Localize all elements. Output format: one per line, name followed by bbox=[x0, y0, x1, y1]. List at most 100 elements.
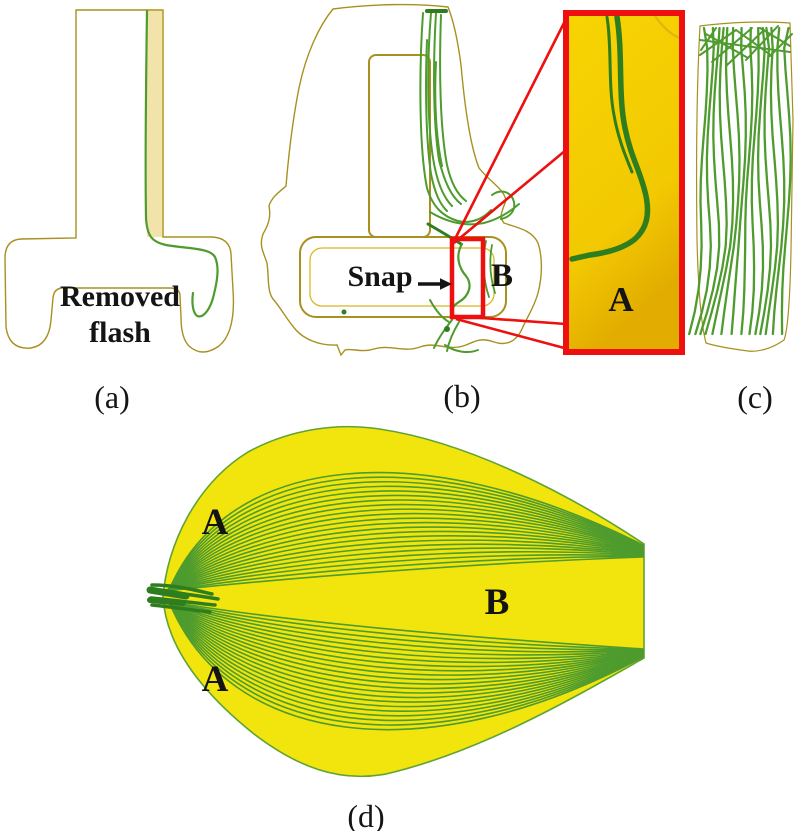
flowline bbox=[165, 600, 644, 651]
panel-c-flowlines bbox=[688, 26, 792, 336]
zoom-inset bbox=[569, 14, 681, 349]
inset-flowline bbox=[569, 14, 651, 262]
flowline bbox=[167, 508, 644, 590]
flowline bbox=[705, 33, 749, 59]
flowline bbox=[169, 471, 644, 589]
leaf-lower-flowlines bbox=[165, 600, 644, 731]
panel-c-top-tangle bbox=[699, 25, 793, 67]
flowline bbox=[165, 556, 644, 592]
inset-fill bbox=[569, 16, 679, 349]
region-b-label-panel-b: B bbox=[490, 258, 514, 295]
panel-b-shape bbox=[260, 3, 543, 357]
zoom-callout bbox=[449, 10, 685, 355]
flowline bbox=[699, 26, 721, 336]
region-b-label-panel-d: B bbox=[484, 581, 510, 623]
flowline bbox=[720, 26, 741, 336]
leaf-upper-flowlines bbox=[165, 471, 644, 592]
caption-c: (c) bbox=[737, 378, 773, 415]
flowline bbox=[769, 33, 793, 57]
flowline bbox=[167, 602, 644, 699]
flowline bbox=[166, 600, 644, 660]
flowline bbox=[167, 601, 644, 690]
flowline bbox=[759, 27, 791, 47]
flowline bbox=[694, 26, 715, 336]
flow-contours-b bbox=[341, 9, 520, 354]
t-slot-inner-line bbox=[309, 247, 495, 307]
inset-boundary-curve bbox=[654, 15, 681, 39]
flowline bbox=[167, 521, 644, 591]
flowline bbox=[166, 543, 644, 592]
flowline bbox=[167, 503, 644, 590]
flowline bbox=[168, 485, 644, 590]
flowline bbox=[169, 603, 644, 726]
region-a-top-label-panel-d: A bbox=[201, 501, 229, 543]
leaf-shape bbox=[162, 425, 645, 778]
panel-c-strip bbox=[688, 21, 794, 352]
flowline bbox=[688, 26, 709, 336]
snap-arrow bbox=[418, 278, 452, 290]
flowline bbox=[735, 29, 773, 57]
flowline bbox=[780, 26, 792, 336]
t-slot-horizontal bbox=[299, 236, 507, 318]
flowline bbox=[169, 603, 644, 731]
flowline bbox=[764, 26, 780, 336]
flowline bbox=[771, 26, 786, 336]
flowline bbox=[168, 494, 644, 590]
panel-a-partline bbox=[144, 9, 219, 318]
inset-flowline-2 bbox=[605, 15, 634, 174]
flowline bbox=[167, 601, 644, 685]
flowline bbox=[166, 530, 644, 591]
flowline bbox=[166, 601, 644, 672]
flowline bbox=[745, 25, 779, 61]
panel-c-shape bbox=[696, 21, 794, 352]
flowline bbox=[748, 26, 760, 336]
removed-flash-line1: Removed bbox=[60, 280, 180, 313]
flowline bbox=[168, 602, 644, 708]
zoom-rect-small bbox=[449, 236, 486, 320]
flowline bbox=[166, 601, 644, 664]
flowline bbox=[168, 602, 644, 717]
flowline bbox=[740, 26, 754, 336]
flowline bbox=[166, 601, 644, 676]
weld-point-bundle bbox=[146, 583, 220, 614]
flowline bbox=[165, 600, 644, 651]
flowline bbox=[168, 490, 644, 590]
flowline bbox=[759, 26, 773, 336]
flowline bbox=[166, 547, 644, 592]
flowline bbox=[754, 26, 766, 336]
flowline bbox=[168, 481, 644, 590]
caption-a: (a) bbox=[94, 378, 130, 415]
region-a-bottom-label-panel-d: A bbox=[201, 658, 229, 700]
flowline bbox=[711, 26, 735, 336]
flowline bbox=[725, 29, 765, 67]
flowline bbox=[165, 555, 644, 592]
flowline bbox=[167, 512, 644, 591]
flowline bbox=[167, 601, 644, 681]
flowline bbox=[168, 602, 644, 722]
panel-a-model bbox=[4, 9, 235, 353]
flowline bbox=[165, 551, 644, 592]
flowline bbox=[165, 600, 644, 650]
flowline bbox=[704, 26, 728, 336]
removed-flash-line2: flash bbox=[89, 316, 151, 349]
flowline bbox=[168, 602, 644, 712]
panel-a-shape bbox=[4, 9, 235, 353]
zoom-inset-frame bbox=[563, 10, 685, 355]
flowline bbox=[168, 602, 644, 703]
flowline bbox=[169, 476, 644, 589]
flowline bbox=[700, 27, 717, 51]
flowline bbox=[166, 600, 644, 656]
flowline bbox=[167, 517, 644, 591]
flowline bbox=[730, 26, 747, 336]
flowline bbox=[165, 600, 644, 653]
region-a-label-inset: A bbox=[608, 280, 634, 319]
panel-d-model bbox=[146, 425, 645, 778]
caption-d: (d) bbox=[347, 797, 385, 831]
panel-a-side-shading bbox=[147, 10, 163, 237]
snap-label: Snap bbox=[347, 260, 413, 293]
flowline bbox=[166, 535, 644, 591]
flowline bbox=[165, 554, 644, 592]
